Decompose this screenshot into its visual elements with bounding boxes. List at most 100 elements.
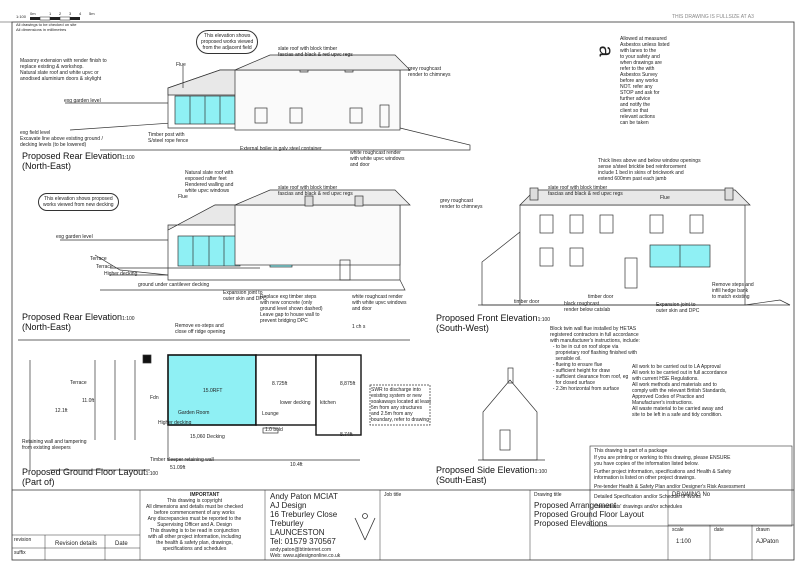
tb-revision: revision bbox=[14, 537, 32, 543]
annotation: grey roughcast render to chimneys bbox=[440, 198, 483, 210]
scale-mark: 3 bbox=[69, 11, 72, 16]
scale-bar bbox=[30, 16, 80, 21]
tb-drawn-value: AJPaton bbox=[756, 539, 779, 545]
tb-drawing-item: Proposed Elevations bbox=[534, 519, 608, 528]
dimension: 8,875ft bbox=[340, 381, 356, 387]
annotation: 1.0 bold bbox=[265, 427, 283, 433]
view-subtitle: (North-East) bbox=[22, 322, 72, 332]
tb-scale-label: scale bbox=[672, 527, 684, 533]
tb-drawing-no: DRAWING No bbox=[672, 492, 711, 498]
tb-important: IMPORTANT bbox=[190, 492, 220, 498]
dimension: 11.0ft bbox=[82, 398, 95, 404]
tb-firm-name: Andy Paton MCIAT bbox=[270, 492, 338, 501]
annotation: exg garden level bbox=[64, 98, 101, 104]
view-subtitle: (South-West) bbox=[436, 323, 489, 333]
tb-scale-value: 1:100 bbox=[676, 539, 692, 545]
scale-mark: 0m bbox=[30, 11, 36, 16]
ground-floor-plan-drawing bbox=[18, 339, 431, 471]
tb-revision-details: Revision details bbox=[55, 541, 98, 547]
annotation: lower decking bbox=[280, 400, 311, 406]
tb-email: andy.paton@btinternet.com bbox=[270, 547, 332, 553]
view-title: Proposed Side Elevation1:100 bbox=[436, 465, 548, 475]
tb-date-label: date bbox=[714, 527, 724, 533]
tb-address: 16 Treburley Close bbox=[270, 510, 338, 519]
annotation: Expansion joint to outer skin and DPC bbox=[656, 302, 700, 314]
annotation: Remove steps and infill hedge bank to ma… bbox=[712, 282, 754, 300]
dimension: 8.725ft bbox=[272, 381, 288, 387]
view-title: Proposed Rear Elevation1:100 bbox=[22, 151, 135, 161]
view-title: Proposed Ground Floor Layout1:100 bbox=[22, 467, 159, 477]
annotation: white roughcast render with white upvc w… bbox=[350, 150, 405, 168]
annotation: Remove ex-steps and close off ridge open… bbox=[175, 323, 226, 335]
annotation: exg field level Excavate line above exis… bbox=[20, 130, 103, 148]
tb-drawing-item: Proposed Ground Floor Layout bbox=[534, 510, 644, 519]
scale-mark: 4 bbox=[79, 11, 82, 16]
annotation: Terrace bbox=[96, 264, 113, 270]
dimension: 10.4ft bbox=[290, 462, 303, 468]
scale-ratio: 1:100 bbox=[16, 14, 27, 19]
dimension: 12.1ft bbox=[55, 408, 68, 414]
annotation: Expansion joint to outer skin and DPC bbox=[223, 290, 267, 302]
elevation-cloud-note: This elevation shows proposed works view… bbox=[38, 193, 119, 211]
annotation: timber door bbox=[514, 299, 540, 305]
annotation: white roughcast render with white upvc w… bbox=[352, 294, 407, 312]
tb-important-text: This drawing is copyright All dimensions… bbox=[146, 498, 243, 552]
asbestos-note: Allowed at measured Asbestos unless list… bbox=[620, 36, 670, 126]
annotation: Flue bbox=[660, 195, 670, 201]
annotation: ground under cantilever decking bbox=[138, 282, 210, 288]
tb-date: Date bbox=[115, 541, 128, 547]
notice-line: Pre-tender Health & Safety Plan and/or D… bbox=[594, 484, 746, 490]
notice-line: If you are printing or working to this d… bbox=[594, 455, 731, 467]
tb-web: Web: www.ajdesignonline.co.uk bbox=[270, 553, 341, 559]
tb-address: Treburley bbox=[270, 519, 304, 528]
annotation: Masonry extension with render finish to … bbox=[20, 58, 107, 82]
annotation: Timber sleeper retaining wall bbox=[150, 457, 214, 463]
annotation: slate roof with block timber fascias and… bbox=[278, 185, 353, 197]
annotation: External boiler in galv steel container bbox=[240, 146, 322, 152]
room-label: kitchen bbox=[320, 400, 336, 406]
tb-job-title: Job title bbox=[384, 492, 402, 498]
side-elevation-drawing bbox=[478, 367, 545, 461]
annotation: Terrace bbox=[90, 256, 107, 262]
annotation: Block twin wall flue installed by HETAS … bbox=[550, 326, 640, 344]
tb-tel: Tel: 01579 370567 bbox=[270, 537, 336, 546]
tb-drawing-title: Drawing title bbox=[534, 492, 562, 498]
annotation: slate roof with block timber fascias and… bbox=[548, 185, 623, 197]
notice-line: Further project information, specificati… bbox=[594, 469, 732, 481]
annotation: Thick lines above and below window openi… bbox=[598, 158, 701, 182]
view-title: Proposed Front Elevation1:100 bbox=[436, 313, 551, 323]
dimension: 51.09ft bbox=[170, 465, 186, 471]
annotation: - to be in cut on roof slope via proprie… bbox=[552, 344, 637, 392]
view-title: Proposed Rear Elevation1:100 bbox=[22, 312, 135, 322]
annotation: Flue bbox=[178, 194, 188, 200]
rear-elevation-2-drawing bbox=[60, 189, 411, 291]
notice-line: Detailed Specification and/or Schedule o… bbox=[594, 494, 701, 500]
annotation: grey roughcast render to chimneys bbox=[408, 66, 451, 78]
annotation: Replace exg timber steps with new concre… bbox=[260, 294, 323, 324]
elevation-cloud-note: This elevation shows proposed works view… bbox=[196, 30, 259, 54]
scale-mark: 2 bbox=[59, 11, 62, 16]
annotation: Retaining wall and tampering from existi… bbox=[22, 439, 87, 451]
annotation: exg garden level bbox=[56, 234, 93, 240]
scale-mark: 5m bbox=[89, 11, 95, 16]
scale-note: All dimensions in millimetres bbox=[16, 27, 67, 32]
annotation: SWR to discharge into existing system or… bbox=[371, 387, 431, 423]
annotation: slate roof with block timber fascias and… bbox=[278, 46, 353, 58]
tb-drawn-label: drawn bbox=[756, 527, 770, 533]
room-area: 15.0RFT bbox=[203, 388, 223, 394]
tb-address: LAUNCESTON bbox=[270, 528, 325, 537]
front-elevation-drawing bbox=[478, 187, 791, 306]
annotation: Terrace bbox=[70, 380, 87, 386]
notice-line: Consultants' drawings and/or schedules bbox=[594, 504, 683, 510]
sheet-size-note: THIS DRAWING IS FULLSIZE AT A3 bbox=[672, 14, 754, 20]
room-label: Garden Room bbox=[178, 410, 210, 416]
asbestos-symbol: a bbox=[594, 45, 617, 57]
annotation: 1 ch s bbox=[352, 324, 366, 330]
dimension: 8.74ft bbox=[340, 432, 353, 438]
annotation: All work to be carried out to LA Approva… bbox=[632, 364, 728, 418]
dimension: 15,060 Decking bbox=[190, 434, 225, 440]
dimension: Fdn bbox=[150, 395, 159, 401]
view-subtitle: (South-East) bbox=[436, 475, 487, 485]
